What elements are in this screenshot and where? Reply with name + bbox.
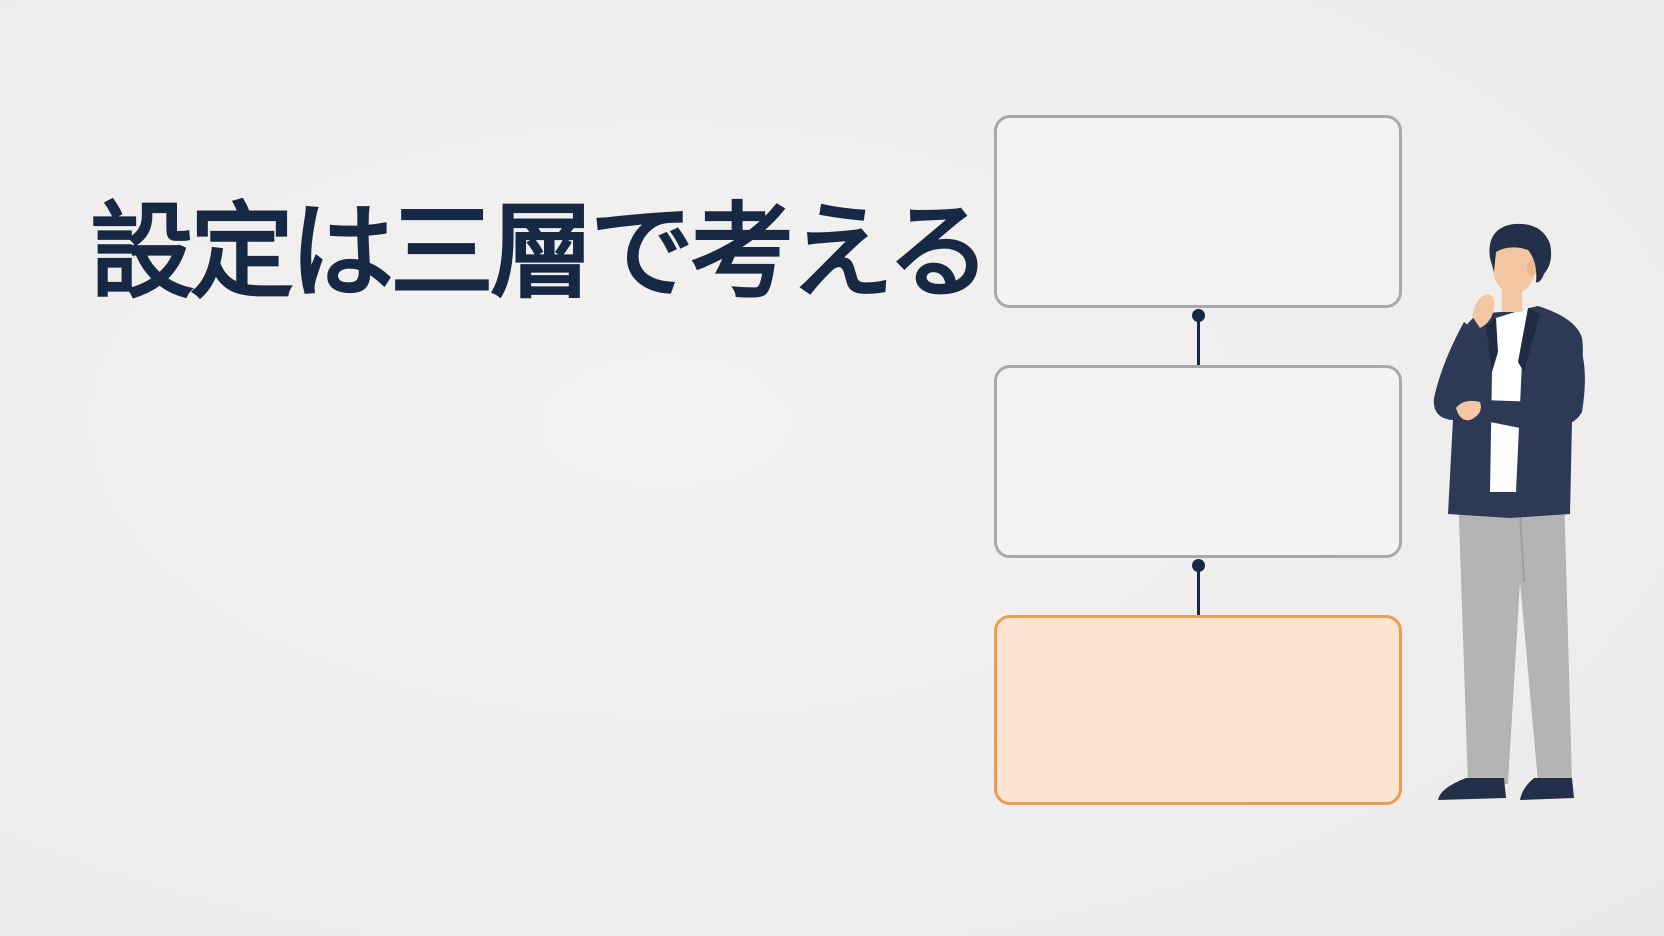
connector-dot [1192, 309, 1205, 322]
connector-dot [1192, 559, 1205, 572]
layer-box-middle [994, 365, 1402, 558]
connector-line [1197, 316, 1200, 366]
thinking-person-icon [1433, 223, 1585, 800]
connector-line [1197, 566, 1200, 616]
slide-title: 設定は三層で考える [90, 190, 991, 313]
layer-box-bottom-highlighted [994, 615, 1402, 805]
layer-box-top [994, 115, 1402, 308]
